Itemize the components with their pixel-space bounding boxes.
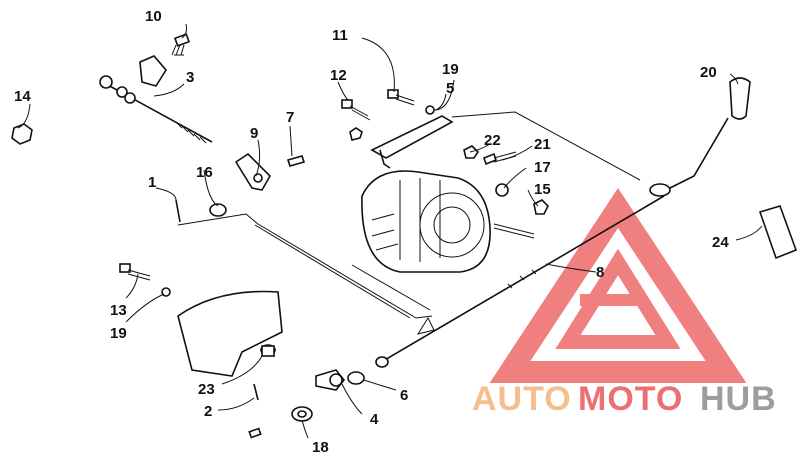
callout-23: 21 — [534, 136, 551, 153]
watermark-text-moto: MOTO — [578, 380, 683, 418]
callout-2: 2 — [204, 403, 212, 420]
callout-9: 9 — [250, 125, 258, 142]
watermark-text-auto: AUTO — [472, 380, 572, 418]
callout-17: 17 — [534, 159, 551, 176]
callout-14: 14 — [14, 88, 31, 105]
callout-5: 5 — [446, 80, 454, 97]
part-16-washer — [209, 203, 227, 217]
callout-8: 8 — [596, 264, 604, 281]
callout-6: 6 — [400, 387, 408, 404]
callout-10: 10 — [145, 8, 162, 25]
routing-lines — [177, 111, 641, 319]
callout-labels: 10 3 14 11 19 12 5 7 9 1 16 20 22 21 17 … — [14, 8, 729, 456]
callout-1: 1 — [148, 174, 156, 191]
watermark-logo: AUTO MOTO HUB — [472, 187, 777, 418]
callout-22: 24 — [712, 234, 729, 251]
part-3-rod — [99, 75, 213, 144]
part-10-bolt — [139, 33, 191, 87]
upper-bracket-assembly — [341, 89, 480, 169]
callout-16: 16 — [196, 164, 213, 181]
callout-4: 4 — [370, 411, 379, 428]
callout-19-top: 19 — [442, 61, 459, 78]
engine-housing — [361, 170, 491, 273]
part-21-shift-lever — [649, 77, 751, 197]
leader-lines — [17, 23, 763, 439]
callout-21: 20 — [700, 64, 717, 81]
callout-11: 11 — [332, 27, 348, 44]
callout-18: 18 — [312, 439, 329, 456]
callout-24: 22 — [484, 132, 501, 149]
part-22-pad — [758, 205, 798, 260]
part-9-lever — [234, 152, 306, 191]
callout-15: 15 — [534, 181, 551, 198]
parts-23-17-15 — [483, 151, 549, 239]
lower-bracket-assembly — [119, 263, 283, 377]
callout-20: 23 — [198, 381, 215, 398]
part-8-shift-rod — [375, 195, 665, 368]
callout-7: 7 — [286, 109, 294, 126]
part-1-pin — [175, 199, 181, 223]
callout-19-bottom: 19 — [110, 325, 127, 342]
watermark-text-hub: HUB — [700, 380, 777, 418]
part-14-nut — [11, 123, 33, 145]
callout-12: 12 — [330, 67, 347, 84]
callout-3: 3 — [186, 69, 194, 86]
callout-13: 13 — [110, 302, 127, 319]
rod-end-assembly — [248, 369, 365, 439]
